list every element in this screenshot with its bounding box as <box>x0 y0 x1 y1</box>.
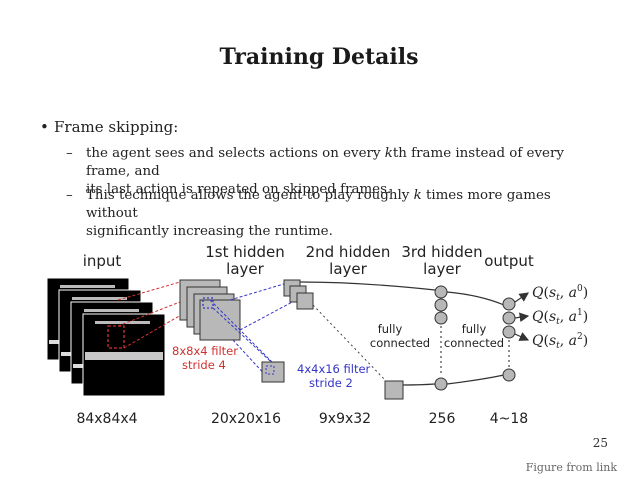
fc-connection <box>403 384 435 385</box>
input-frames <box>47 278 165 396</box>
hidden2-label-line2: layer <box>329 260 367 278</box>
q-value-a1: Q(st, a1) <box>532 308 588 327</box>
fc1-label-line1: fully <box>378 322 403 336</box>
hidden1-label-line2: layer <box>226 260 264 278</box>
output-neurons <box>503 298 515 381</box>
filter2-line <box>230 283 287 300</box>
hidden2-label-line1: 2nd hidden <box>306 243 391 261</box>
filter2-label: 4x4x16 filter <box>297 362 371 376</box>
hidden3-label-line1: 3rd hidden <box>401 243 482 261</box>
filter2-stride: stride 2 <box>309 376 353 390</box>
fc-connection <box>447 375 504 384</box>
hidden3-label-line2: layer <box>423 260 461 278</box>
q-value-a2: Q(st, a2) <box>532 332 588 351</box>
output-arrow <box>515 316 528 318</box>
dim-hidden2: 9x9x32 <box>319 411 371 427</box>
dim-output: 4~18 <box>490 411 528 427</box>
q-value-a0: Q(st, a0) <box>532 284 588 303</box>
dim-hidden1: 20x20x16 <box>211 411 281 427</box>
hidden2-flattened-box <box>385 381 403 399</box>
filter1-stride: stride 4 <box>182 358 226 372</box>
fc-connection <box>447 292 504 305</box>
hidden1-feature-maps <box>180 280 240 340</box>
fc1-label-line2: connected <box>370 336 430 350</box>
dim-hidden3: 256 <box>429 411 456 427</box>
hidden1-label-line1: 1st hidden <box>205 243 284 261</box>
output-label: output <box>484 252 534 270</box>
fc2-label-line1: fully <box>462 322 487 336</box>
figure-caption: Figure from link <box>526 461 617 474</box>
fc2-label-line2: connected <box>444 336 504 350</box>
input-label: input <box>83 252 122 270</box>
output-arrow <box>515 293 528 302</box>
filter1-label: 8x8x4 filter <box>172 344 238 358</box>
hidden2-feature-maps <box>284 280 313 309</box>
page-number: 25 <box>593 436 608 450</box>
output-arrow <box>515 334 528 340</box>
filter2-line <box>240 300 296 330</box>
hidden2-feature-map-small <box>262 362 284 382</box>
fc-connection <box>300 282 435 290</box>
dim-input: 84x84x4 <box>76 411 137 427</box>
